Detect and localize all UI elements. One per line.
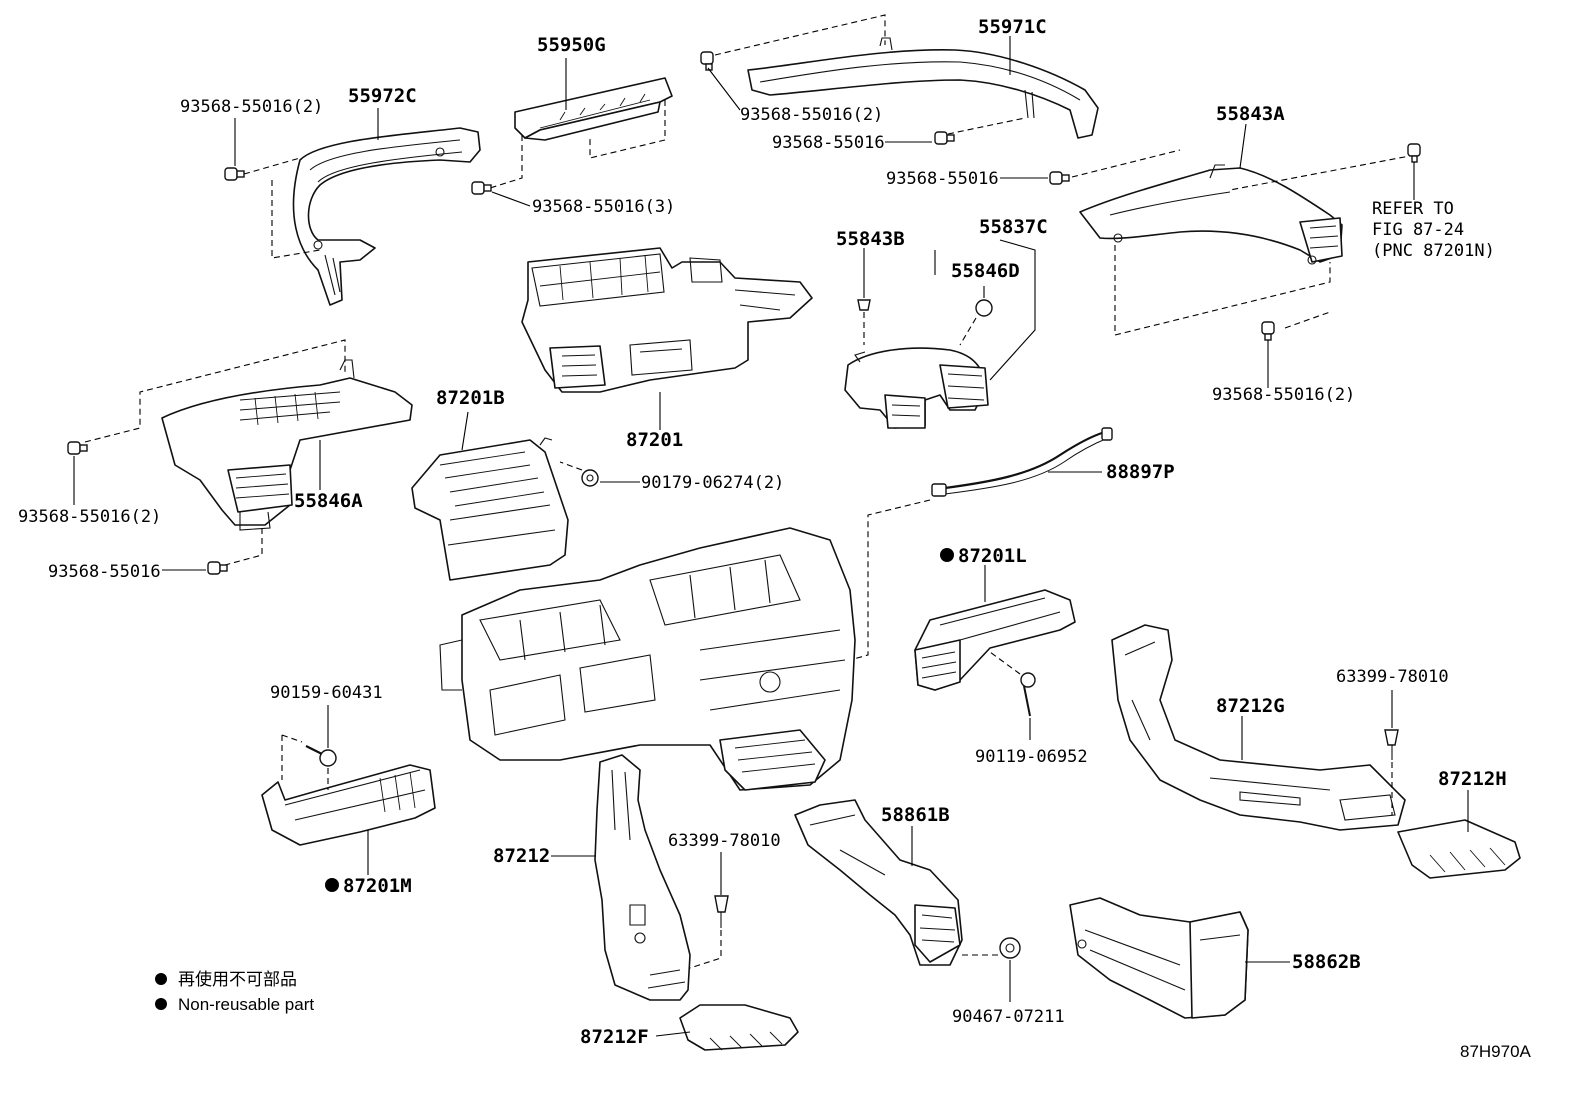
label-87212: 87212	[493, 845, 550, 867]
label-87201: 87201	[626, 429, 683, 451]
duct-87201m	[261, 764, 436, 846]
legend-jp: 再使用不可部品	[178, 969, 297, 989]
label-55846d: 55846D	[951, 260, 1020, 282]
label-90467-07211: 90467-07211	[952, 1007, 1065, 1027]
label-93568-55016-right: 93568-55016	[886, 169, 999, 189]
hose-88897p	[931, 427, 1113, 497]
label-63399-78010-center: 63399-78010	[668, 831, 781, 851]
duct-55846a	[161, 359, 413, 531]
duct-58862b	[1069, 897, 1249, 1019]
clip-icon	[934, 131, 955, 145]
clip-icon	[689, 895, 729, 969]
clip-icon	[224, 167, 245, 181]
non-reusable-dot	[325, 878, 339, 892]
clip-icon	[471, 181, 492, 195]
ref-note-line3: (PNC 87201N)	[1372, 241, 1495, 261]
label-93568-55016-2-left: 93568-55016(2)	[180, 97, 323, 117]
duct-87212g	[1111, 624, 1406, 831]
hvac-upper-unit-87201	[521, 247, 813, 393]
nut-icon	[962, 937, 1021, 959]
legend-dot-en	[155, 998, 167, 1010]
label-55950g: 55950G	[537, 34, 606, 56]
bolt-icon	[989, 651, 1036, 717]
duct-87212	[594, 754, 691, 1001]
nut-icon	[559, 461, 599, 487]
clip-icon	[1261, 321, 1275, 341]
label-93568-55016-2-right: 93568-55016(2)	[1212, 385, 1355, 405]
label-93568-55016-2-top: 93568-55016(2)	[740, 105, 883, 125]
clip-icon	[67, 441, 88, 455]
screw-icon	[959, 299, 993, 346]
label-87212f: 87212F	[580, 1026, 649, 1048]
label-90119-06952: 90119-06952	[975, 747, 1088, 767]
duct-55972c	[292, 127, 481, 306]
label-93568-55016-3: 93568-55016(3)	[532, 197, 675, 217]
label-88897p: 88897P	[1106, 461, 1175, 483]
label-90159-60431: 90159-60431	[270, 683, 383, 703]
label-93568-55016-mid: 93568-55016	[48, 562, 161, 582]
label-87201b: 87201B	[436, 387, 505, 409]
label-87201m: 87201M	[343, 875, 412, 897]
clip-icon	[1049, 171, 1070, 185]
non-reusable-dot	[940, 548, 954, 562]
label-87201l: 87201L	[958, 545, 1027, 567]
label-55972c: 55972C	[348, 85, 417, 107]
label-55846a: 55846A	[294, 490, 363, 512]
label-90179-06274-2: 90179-06274(2)	[641, 473, 784, 493]
register-87201b	[411, 437, 569, 581]
ref-note-line2: FIG 87-24	[1372, 220, 1464, 240]
duct-87212f	[679, 1004, 799, 1051]
register-55950g	[514, 77, 673, 141]
label-58861b: 58861B	[881, 804, 950, 826]
ref-note-line1: REFER TO	[1372, 199, 1454, 219]
duct-87201l	[914, 589, 1076, 691]
legend-en: Non-reusable part	[178, 995, 314, 1014]
label-55971c: 55971C	[978, 16, 1047, 38]
legend-dot-jp	[155, 973, 167, 985]
bolt-icon	[305, 745, 337, 767]
duct-58861b	[794, 799, 963, 966]
hvac-lower-unit	[439, 527, 856, 791]
label-63399-78010-right: 63399-78010	[1336, 667, 1449, 687]
label-55843b: 55843B	[836, 228, 905, 250]
duct-55837c	[844, 347, 989, 429]
label-93568-55016-2-mid: 93568-55016(2)	[18, 507, 161, 527]
clip-icon	[857, 299, 871, 345]
clip-icon	[1407, 143, 1421, 163]
duct-55843a	[1079, 164, 1343, 265]
clip-icon	[1384, 729, 1399, 815]
clip-icon	[700, 51, 714, 71]
label-87212g: 87212G	[1216, 695, 1285, 717]
clip-icon	[207, 561, 228, 575]
label-58862b: 58862B	[1292, 951, 1361, 973]
label-55843a: 55843A	[1216, 103, 1285, 125]
label-55837c: 55837C	[979, 216, 1048, 238]
label-93568-55016-top: 93568-55016	[772, 133, 885, 153]
diagram-id: 87H970A	[1460, 1042, 1532, 1061]
label-87212h: 87212H	[1438, 768, 1507, 790]
duct-87212h	[1397, 819, 1521, 879]
